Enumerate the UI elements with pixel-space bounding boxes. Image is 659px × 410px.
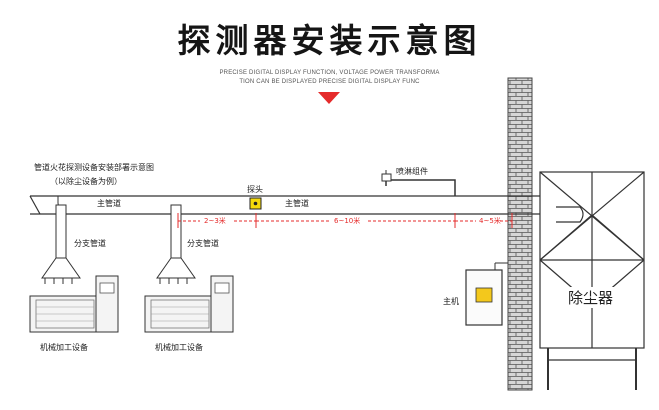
dust-collector	[539, 171, 645, 390]
spray-assembly-icon	[381, 170, 456, 196]
branch-duct-label-2: 分支管道	[187, 239, 219, 248]
machine-equipment-1	[29, 275, 119, 333]
probe-icon	[249, 197, 262, 210]
machine-label-1: 机械加工设备	[40, 343, 88, 352]
dimension-label-1: 2~3米	[204, 217, 226, 225]
host-label: 主机	[443, 297, 459, 306]
branch-duct-label-1: 分支管道	[74, 239, 106, 248]
spray-assembly-label: 喷淋组件	[396, 167, 428, 176]
brick-wall	[507, 77, 533, 391]
main-duct	[29, 195, 548, 215]
down-triangle-icon	[318, 92, 340, 104]
caption-line-1: 管道火花探测设备安装部署示意图	[34, 163, 154, 172]
subtitle-line-2: TION CAN BE DISPLAYED PRECISE DIGITAL DI…	[239, 79, 420, 85]
host-unit	[465, 262, 508, 326]
branch-duct-1	[41, 196, 81, 284]
probe-label: 探头	[247, 185, 263, 194]
dimension-lines	[177, 213, 513, 228]
main-duct-label-right: 主管道	[285, 199, 309, 208]
dust-collector-label: 除尘器	[566, 287, 616, 308]
machine-equipment-2	[144, 275, 234, 333]
machine-label-2: 机械加工设备	[155, 343, 203, 352]
dimension-label-3: 4~5米	[479, 217, 501, 225]
main-duct-label-left: 主管道	[97, 199, 121, 208]
dimension-label-2: 6~10米	[334, 217, 361, 225]
branch-duct-2	[156, 204, 196, 284]
page-title: 探测器安装示意图	[177, 21, 482, 60]
caption-line-2: （以除尘设备为例）	[50, 177, 122, 186]
subtitle-line-1: PRECISE DIGITAL DISPLAY FUNCTION, VOLTAG…	[219, 70, 440, 76]
